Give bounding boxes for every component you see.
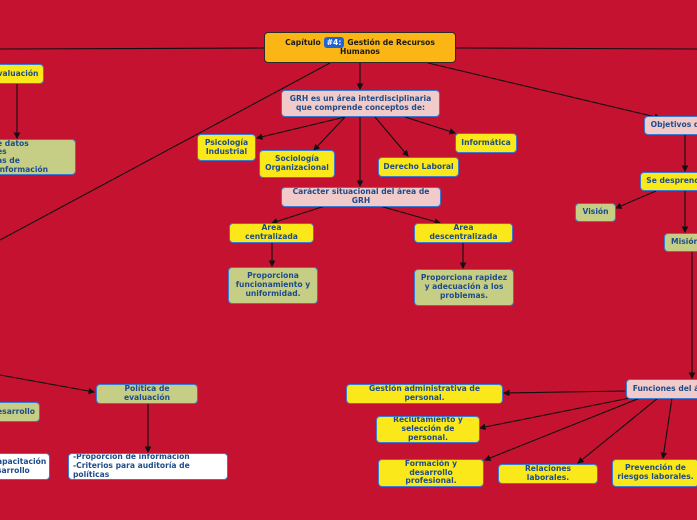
politica-desc-line-1: -Proporción de información [73, 453, 190, 462]
concept-sociologia-node[interactable]: Sociología Organizacional [259, 150, 335, 178]
area-descentralizada-node[interactable]: Área descentralizada [414, 223, 513, 243]
se-desprende-node[interactable]: Se desprend [640, 172, 697, 191]
desarrollo-node[interactable]: esarrollo [0, 402, 40, 422]
concept-derecho-node[interactable]: Derecho Laboral [378, 157, 459, 177]
politica-desc-node[interactable]: -Proporción de información -Criterios pa… [68, 453, 228, 480]
concept-psicologia-node[interactable]: Psicología Industrial [197, 134, 256, 161]
root-title: Gestión de Recursos Humanos [340, 37, 435, 56]
capacitacion-line-1: apacitación [0, 456, 47, 466]
politica-evaluacion-node[interactable]: Política de evaluación [96, 384, 198, 404]
datos-node[interactable]: e datos es as de información [0, 139, 76, 175]
funcion-reclutamiento-node[interactable]: Reclutamiento y selección de personal. [376, 416, 480, 443]
area-centralizada-node[interactable]: Área centralizada [229, 223, 314, 243]
capacitacion-line-2: sarrollo [0, 465, 30, 475]
capacitacion-node[interactable]: apacitación sarrollo [0, 453, 50, 480]
funcion-relaciones-node[interactable]: Relaciones laborales. [498, 464, 598, 484]
centralizada-desc-node[interactable]: Proporciona funcionamiento y uniformidad… [228, 267, 318, 304]
descentralizada-desc-node[interactable]: Proporciona rapidez y adecuación a los p… [414, 269, 514, 306]
objetivos-node[interactable]: Objetivos d [644, 116, 697, 135]
vision-node[interactable]: Visión [575, 203, 616, 222]
chapter-badge: #4: [323, 36, 345, 48]
datos-line-1: e datos [0, 139, 29, 148]
root-node[interactable]: Capítulo#4:Gestión de Recursos Humanos [264, 32, 456, 63]
datos-line-2: es [0, 147, 7, 157]
caracter-situacional-node[interactable]: Carácter situacional del área de GRH [281, 187, 441, 207]
evaluacion-node[interactable]: valuación [0, 64, 44, 84]
funcion-gestion-node[interactable]: Gestión administrativa de personal. [346, 384, 503, 404]
funcion-prevencion-node[interactable]: Prevención de riesgos laborales. [612, 459, 697, 487]
funcion-formacion-node[interactable]: Formación y desarrollo profesional. [378, 459, 484, 487]
concept-informatica-node[interactable]: Informática [455, 133, 517, 153]
funciones-node[interactable]: Funciones del á [626, 379, 697, 399]
grh-node[interactable]: GRH es un área interdisciplinaria que co… [281, 90, 440, 117]
politica-desc-line-2: -Criterios para auditoría de políticas [73, 461, 190, 479]
datos-line-3: as de información [0, 156, 49, 174]
mision-node[interactable]: Misión [664, 233, 697, 252]
root-prefix: Capítulo [285, 37, 321, 47]
